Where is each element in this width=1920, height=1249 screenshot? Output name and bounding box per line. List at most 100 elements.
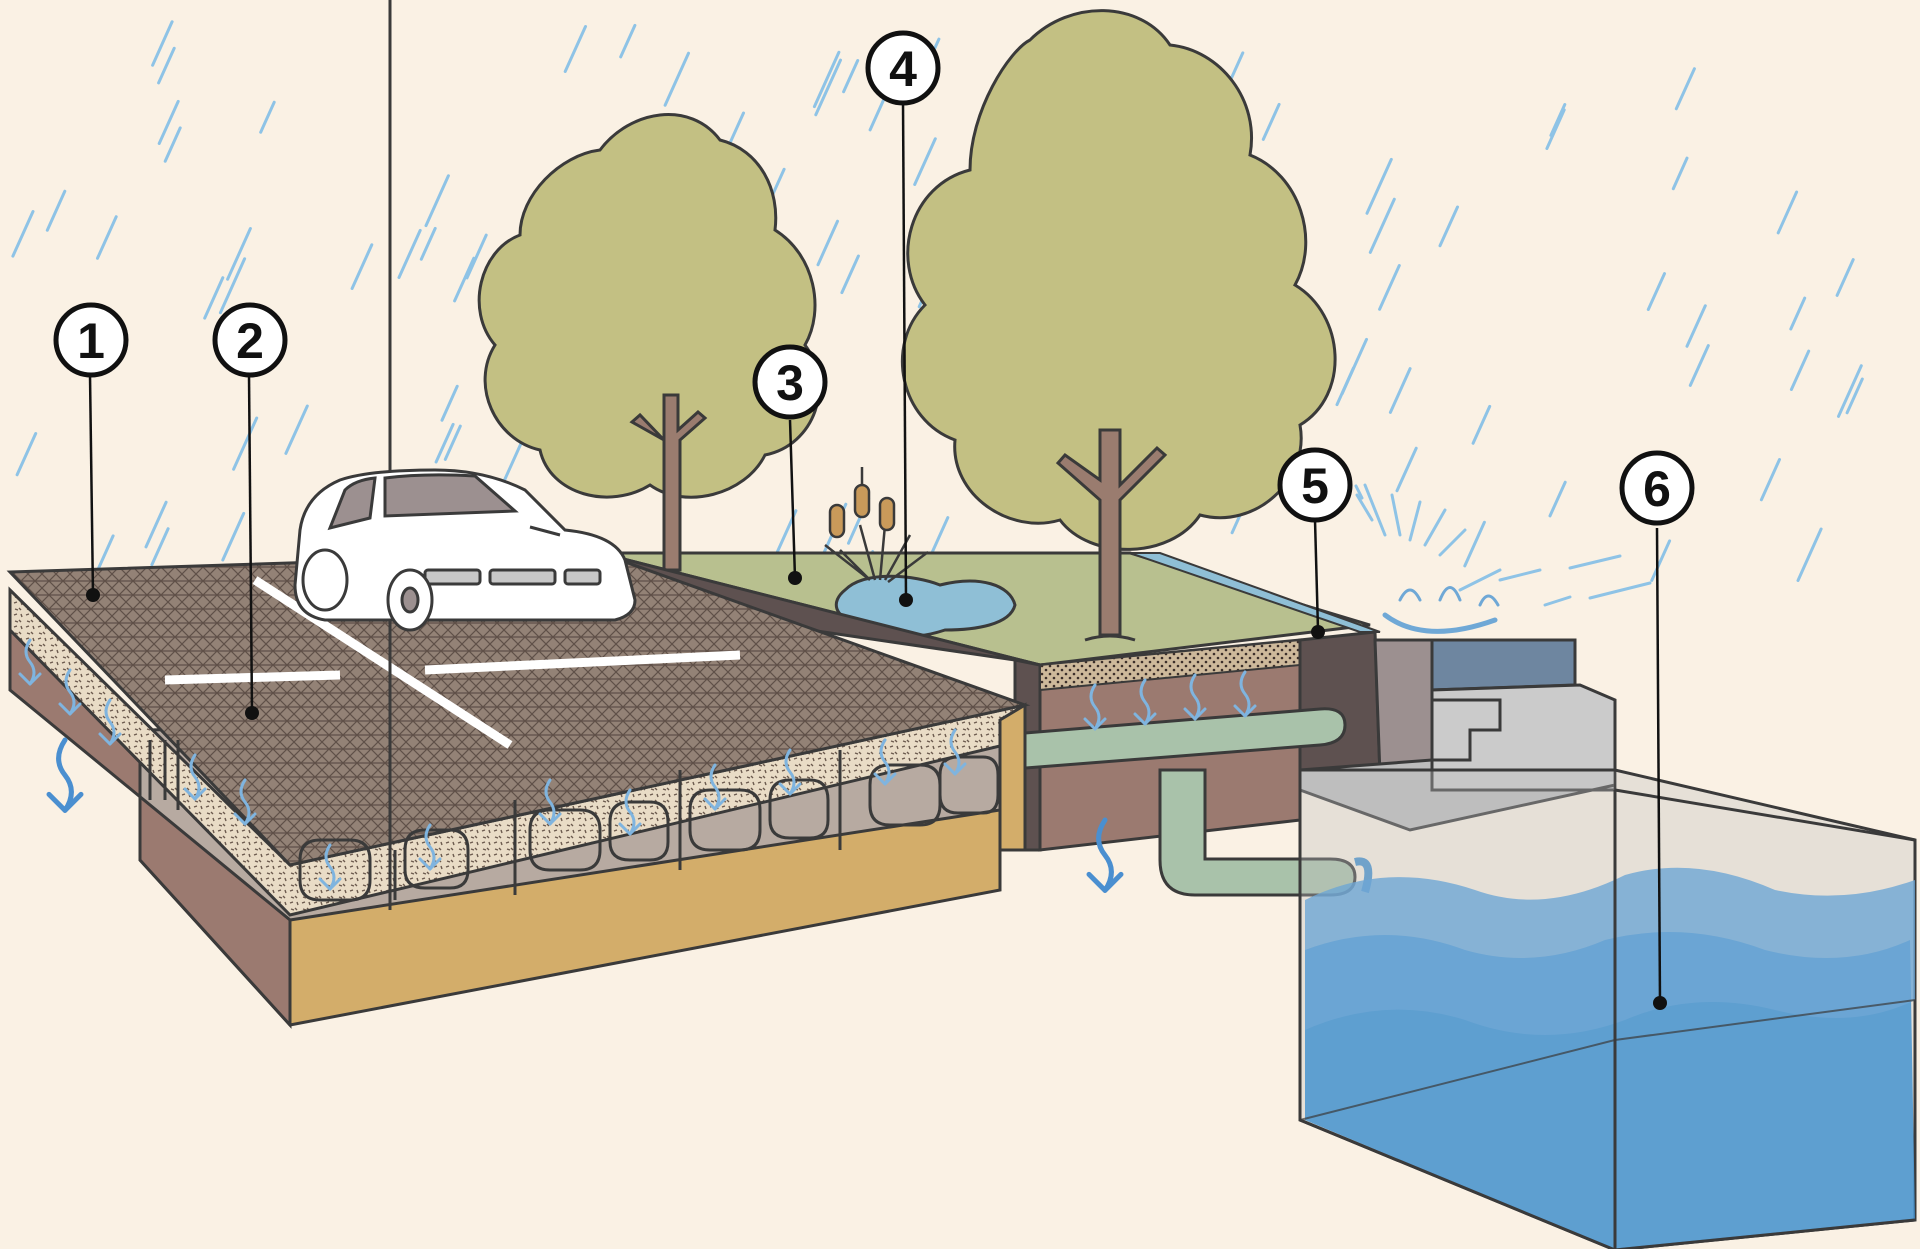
rain-streak (1388, 367, 1412, 414)
rain-streak (150, 527, 170, 567)
rain-streak (1837, 364, 1863, 418)
rain-streak (1548, 480, 1567, 518)
callout-3: 3 (752, 344, 828, 420)
rain-streak (1789, 349, 1811, 391)
infiltration-arrow (624, 788, 636, 836)
rain-streak (812, 50, 841, 109)
rain-streak (619, 23, 637, 59)
rain-streak (453, 256, 476, 303)
cistern-tank (1298, 768, 1917, 1249)
infiltration-arrowhead (538, 812, 562, 826)
infiltration-arrow (709, 763, 721, 811)
rain-streak (465, 233, 488, 280)
rain-streak (1685, 304, 1707, 348)
rain-streak (151, 20, 174, 67)
infiltration-arrow (424, 823, 436, 871)
callout-1: 1 (53, 302, 129, 378)
rain-streak (259, 100, 276, 134)
rain-streak (221, 511, 246, 562)
rain-streak (1549, 103, 1567, 137)
splash-icon (1354, 483, 1652, 634)
rain-streak (350, 243, 374, 290)
rain-streak (842, 59, 860, 94)
callout-6-number: 6 (1643, 461, 1671, 517)
infiltration-arrowhead (778, 782, 802, 796)
infiltration-arrowhead (943, 762, 967, 776)
rain-streak (1688, 344, 1710, 387)
permeable-pavement-section (6, 0, 1031, 1029)
infiltration-arrowhead (233, 812, 257, 826)
rain-streak (424, 174, 450, 228)
rain-streak (163, 126, 182, 163)
rain-streak (1835, 258, 1855, 297)
infiltration-arrow (1096, 817, 1114, 893)
rain-streak (157, 99, 180, 145)
rain-streak (1671, 156, 1689, 191)
tank-inlet-water (1430, 638, 1577, 692)
infiltration-arrow (24, 638, 36, 686)
rain-streak (284, 404, 309, 455)
callout-5-number: 5 (1301, 458, 1329, 514)
rain-streak (1759, 458, 1781, 502)
rain-streak (814, 58, 842, 117)
infiltration-arrow (879, 738, 891, 786)
infiltration-arrowhead (873, 772, 897, 786)
infiltration-arrowhead (1183, 707, 1207, 721)
rain-streak (1845, 377, 1864, 415)
callout-5: 5 (1277, 447, 1353, 523)
rain-streak (419, 226, 437, 261)
rain-streak (218, 257, 247, 315)
infiltration-arrow (324, 843, 336, 891)
rain-streak (1463, 520, 1486, 568)
car-icon (293, 468, 637, 632)
rain-streak (563, 25, 587, 73)
rain-streak (203, 276, 225, 320)
rain-streak (1365, 157, 1393, 215)
infiltration-arrowhead (1086, 871, 1124, 893)
rain-streak (1368, 197, 1396, 254)
infiltration-arrow-icon (18, 638, 1257, 893)
rain-streak (1674, 67, 1696, 111)
rain-streak (1650, 539, 1672, 582)
rain-streak (1796, 527, 1823, 582)
infiltration-arrowhead (98, 732, 122, 746)
rain-streak (1395, 446, 1418, 493)
cattail-icon (824, 467, 929, 583)
rain-streak (1545, 108, 1566, 150)
infiltration-arrow (949, 728, 961, 776)
rain-streak (663, 51, 690, 107)
rain-streak (15, 432, 38, 477)
infiltration-arrow (544, 778, 556, 826)
callout-2: 2 (212, 302, 288, 378)
rain-streak (443, 424, 462, 461)
rain-streak (96, 215, 118, 260)
tree-icon (477, 113, 821, 572)
rain-streak (1471, 404, 1492, 445)
infiltration-arrow (1239, 670, 1251, 718)
callout-leaders (88, 101, 1662, 1004)
infiltration-arrowhead (58, 702, 82, 716)
infiltration-arrow (56, 737, 74, 813)
rain-streak (840, 254, 860, 295)
infiltration-arrow (104, 698, 116, 746)
rain-streak (157, 46, 176, 85)
infiltration-arrowhead (18, 672, 42, 686)
infiltration-arrow (1189, 673, 1201, 721)
drain-pipe (998, 707, 1373, 897)
infiltration-arrow (239, 778, 251, 826)
rain-streak (1438, 205, 1459, 248)
infiltration-arrow (189, 753, 201, 801)
rain-streak (1646, 272, 1666, 311)
infiltration-arrowhead (1133, 712, 1157, 726)
tree-icon (901, 9, 1337, 642)
rain-streak (1340, 337, 1368, 396)
callout-4-number: 4 (889, 41, 917, 97)
infiltration-arrowhead (1233, 704, 1257, 718)
rain-streak (11, 210, 35, 258)
infiltration-arrowhead (418, 857, 442, 871)
callout-4: 4 (865, 30, 941, 106)
callout-6: 6 (1619, 450, 1695, 526)
rain-streak (913, 137, 937, 186)
rain-streak (1789, 296, 1807, 331)
